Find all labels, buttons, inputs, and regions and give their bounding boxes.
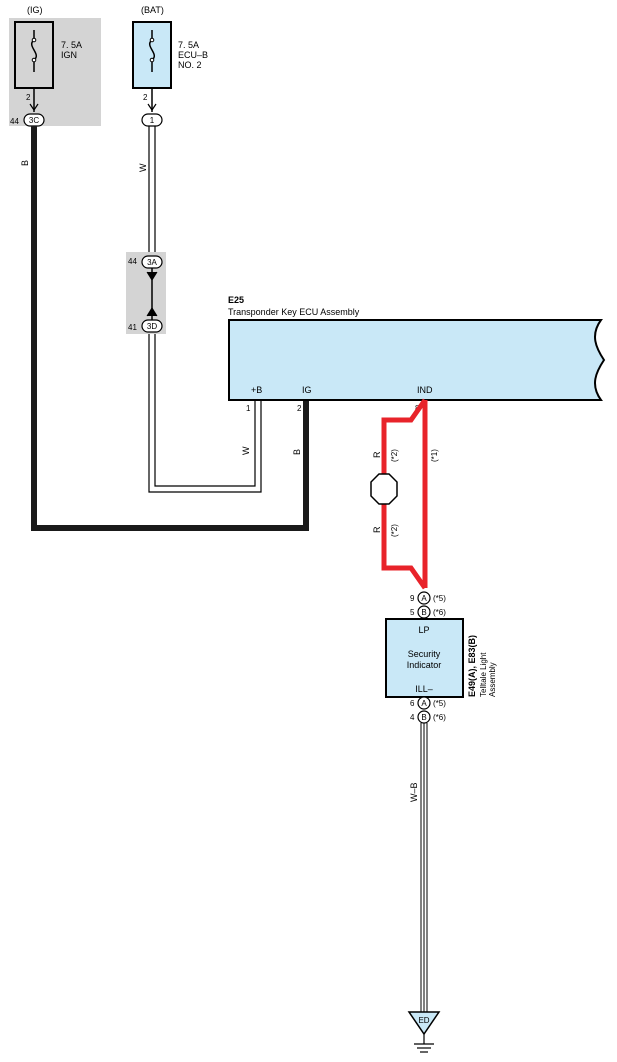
ind-upper-note: (*2) bbox=[390, 449, 399, 462]
ind-top-pin-b: 5 bbox=[410, 608, 415, 617]
security-indicator-box bbox=[385, 618, 464, 698]
indicator-name-2: Indicator bbox=[407, 660, 442, 670]
ind-bot-connector-a bbox=[417, 696, 431, 710]
ig-arrow-icon bbox=[29, 103, 39, 112]
ind-bot-pin-b: 4 bbox=[410, 713, 415, 722]
ecu-terminal-b-pin: 1 bbox=[246, 404, 251, 413]
ig-connector-label: 3C bbox=[29, 116, 39, 125]
bat-fuse-name-2: NO. 2 bbox=[178, 60, 202, 70]
ind-top-note-b: (*6) bbox=[433, 608, 446, 617]
ecu-terminal-ig-pin: 2 bbox=[297, 404, 302, 413]
ecu-terminal-b-label: +B bbox=[251, 385, 262, 395]
ground-wire-wb bbox=[420, 723, 428, 1012]
bat-arrow-icon bbox=[147, 103, 157, 112]
ground-wire-label: W–B bbox=[409, 782, 419, 802]
bat-wire-label: W bbox=[138, 163, 148, 172]
bat-connector bbox=[141, 113, 163, 127]
ig-fuse-pin: 2 bbox=[26, 93, 31, 102]
ig-fuse-name: IGN bbox=[61, 50, 77, 60]
ecu-terminal-ig-label: IG bbox=[302, 385, 312, 395]
ig-fuse-rating: 7. 5A bbox=[61, 40, 82, 50]
ecu-terminal-ind-label: IND bbox=[417, 385, 433, 395]
junction-bottom-connector bbox=[141, 319, 163, 333]
ig-conn-pin: 44 bbox=[10, 117, 19, 126]
junction-top-pin: 44 bbox=[128, 257, 137, 266]
ecu-box bbox=[228, 319, 606, 401]
ind-right-note: (*1) bbox=[430, 449, 439, 462]
ind-bot-note-a: (*5) bbox=[433, 699, 446, 708]
bat-wire-w bbox=[148, 126, 262, 493]
ind-bot-pin-a: 6 bbox=[410, 699, 415, 708]
indicator-name-1: Security bbox=[408, 649, 441, 659]
ground-label: ED bbox=[418, 1016, 429, 1025]
ig-fuse-header: (IG) bbox=[27, 5, 43, 15]
ind-bot-conn-a: A bbox=[421, 699, 427, 708]
bat-fuse-name-1: ECU–B bbox=[178, 50, 208, 60]
indicator-side-code: E49(A), E83(B) bbox=[467, 635, 477, 697]
bat-fuse-box bbox=[132, 21, 172, 89]
ig-fuse-icon bbox=[31, 30, 37, 72]
ind-top-conn-b: B bbox=[421, 608, 426, 617]
option-connector-icon bbox=[370, 473, 398, 505]
junction-top-label: 3A bbox=[147, 258, 157, 267]
ecu-b-wire-label: W bbox=[241, 446, 251, 455]
ind-top-pin-a: 9 bbox=[410, 594, 415, 603]
bat-fuse-header: (BAT) bbox=[141, 5, 164, 15]
bat-fuse-icon bbox=[149, 30, 155, 72]
ecu-id: E25 bbox=[228, 295, 244, 305]
ind-top-connector-a bbox=[417, 591, 431, 605]
indicator-side-name-2: Assembly bbox=[488, 662, 497, 697]
bat-fuse-pin: 2 bbox=[143, 93, 148, 102]
ground-icon bbox=[414, 1034, 434, 1053]
ind-lower-note: (*2) bbox=[390, 524, 399, 537]
indicator-terminal-lp: LP bbox=[418, 625, 429, 635]
junction-bottom-pin: 41 bbox=[128, 323, 137, 332]
bat-connector-label: 1 bbox=[150, 116, 155, 125]
ecu-ig-wire-label: B bbox=[292, 449, 302, 455]
indicator-side-name-1: Telltale Light bbox=[479, 652, 488, 697]
ig-wire-label: B bbox=[20, 160, 30, 166]
ground-point-icon bbox=[407, 1011, 441, 1036]
junction-bottom-label: 3D bbox=[147, 322, 157, 331]
ind-lower-wire-label: R bbox=[372, 526, 382, 533]
ind-top-conn-a: A bbox=[421, 594, 427, 603]
indicator-terminal-ill: ILL– bbox=[415, 684, 433, 694]
junction-link-icon bbox=[146, 268, 158, 320]
ind-bot-conn-b: B bbox=[421, 713, 426, 722]
bat-fuse-rating: 7. 5A bbox=[178, 40, 199, 50]
ind-bot-note-b: (*6) bbox=[433, 713, 446, 722]
ig-wire-b bbox=[31, 126, 309, 531]
ind-upper-wire-label: R bbox=[372, 451, 382, 458]
ind-top-note-a: (*5) bbox=[433, 594, 446, 603]
ecu-title: Transponder Key ECU Assembly bbox=[228, 307, 360, 317]
